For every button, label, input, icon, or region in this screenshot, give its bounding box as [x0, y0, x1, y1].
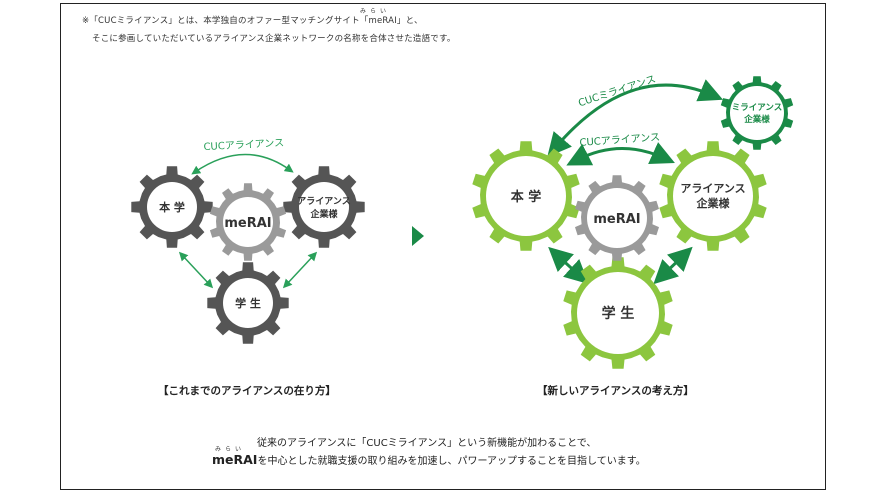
left-gear-alliance-label-1: アライアンス: [297, 196, 350, 207]
footer-line-2-wrap: meRAIを中心とした就職支援の取り組みを加速し、パワーアップすることを目指して…: [212, 452, 646, 467]
right-outer-arc-arrow: [547, 79, 724, 158]
left-arrow-univ-student: [178, 251, 214, 289]
right-diagram: CUCミライアンス CUCアライアンス ミライアンス 企業様 本 学 meRAI…: [472, 73, 794, 369]
left-gear-alliance: [283, 166, 365, 248]
left-arc-label: CUCアライアンス: [203, 137, 284, 153]
right-caption: 【新しいアライアンスの考え方】: [537, 385, 694, 397]
footer-line-2: を中心とした就職支援の取り組みを加速し、パワーアップすることを目指しています。: [257, 456, 646, 467]
gear-center: [147, 182, 197, 232]
left-gear-merai: [209, 183, 287, 261]
right-gear-merai-label: meRAI: [593, 212, 640, 227]
left-gear-student-label: 学 生: [235, 296, 261, 310]
right-outer-arc-label: CUCミライアンス: [577, 73, 657, 109]
transition-arrow: [412, 226, 424, 246]
footer-line-1: 従来のアライアンスに「CUCミライアンス」という新機能が加わることで、: [257, 438, 597, 449]
right-arrow-alliance-student: [653, 246, 693, 285]
right-gear-univ-label: 本 学: [511, 189, 542, 205]
note-ruby: みらい: [360, 8, 391, 15]
right-gear-student: [563, 257, 673, 369]
right-gear-student-label: 学 生: [602, 305, 635, 322]
gear-center: [673, 156, 753, 236]
right-inner-arc-arrow: [566, 142, 675, 166]
right-gear-alliance: [659, 141, 767, 251]
footer-brand-ruby: みらい: [215, 446, 246, 453]
right-gear-merai: [575, 175, 659, 261]
left-gear-univ: [131, 166, 213, 248]
gear-center: [223, 278, 273, 328]
right-gear-miraiance: [720, 76, 794, 150]
left-diagram: CUCアライアンス 本 学 meRAI アライアンス 企業様 学 生: [131, 137, 365, 344]
right-gear-alliance-label-1: アライアンス: [680, 182, 745, 195]
figure-frame: [60, 3, 826, 490]
footer-brand: meRAI: [212, 452, 258, 467]
gear-center: [730, 86, 784, 140]
left-arc-arrow: [191, 153, 294, 175]
note-line-1: ※「CUCミライアンス」とは、本学独自のオファー型マッチングサイト「meRAI」…: [82, 16, 423, 26]
left-gear-alliance-label-2: 企業様: [309, 208, 338, 220]
right-inner-arc-label: CUCアライアンス: [579, 131, 660, 149]
gear-center: [577, 272, 659, 354]
left-gear-merai-label: meRAI: [224, 216, 271, 231]
left-caption: 【これまでのアライアンスの在り方】: [158, 385, 336, 397]
gear-center: [299, 182, 349, 232]
gear-center: [223, 197, 273, 247]
right-gear-alliance-label-2: 企業様: [696, 196, 731, 210]
right-gear-univ: [472, 141, 580, 251]
right-gear-miraiance-label-1: ミライアンス: [732, 103, 783, 113]
gear-center: [486, 156, 566, 236]
left-gear-student: [207, 262, 289, 344]
right-arrow-univ-student: [548, 246, 589, 285]
left-arrow-alliance-student: [282, 251, 318, 289]
gear-center: [587, 188, 647, 248]
right-gear-miraiance-label-2: 企業様: [743, 114, 770, 125]
note-line-2: そこに参画していただいているアライアンス企業ネットワークの名称を合体させた造語で…: [92, 34, 456, 44]
left-gear-univ-label: 本 学: [159, 200, 185, 214]
